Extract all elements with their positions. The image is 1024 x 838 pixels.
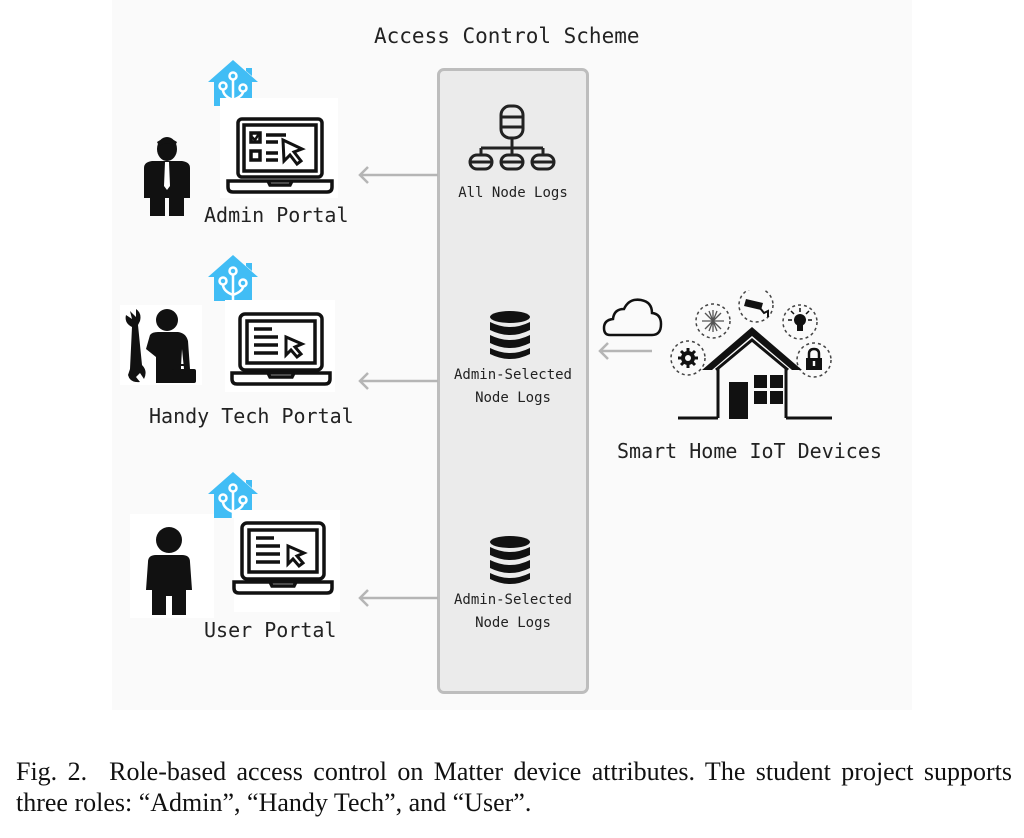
technician-wrench-icon	[125, 309, 196, 383]
smart-home-devices-label: Smart Home IoT Devices	[617, 439, 882, 463]
figure-title: Access Control Scheme	[374, 24, 640, 48]
home-assistant-icon	[208, 472, 258, 518]
light-bulb-icon	[788, 308, 812, 331]
caption-text: Role-based access control on Matter devi…	[16, 757, 1013, 817]
laptop-document-icon	[230, 312, 332, 386]
arrow-to-handy-tech-portal	[358, 372, 438, 390]
database-icon	[490, 311, 530, 359]
laptop-checklist-icon	[226, 117, 334, 194]
arrow-to-user-portal	[358, 589, 438, 607]
central-item-label: Admin-Selected Node Logs	[453, 367, 572, 406]
arrow-to-admin-portal	[358, 166, 438, 184]
laptop-document-icon	[232, 521, 334, 595]
handy-tech-portal-label: Handy Tech Portal	[149, 404, 354, 428]
figure-panel: Access Control Scheme All Node Logs	[112, 0, 912, 710]
admin-portal-label: Admin Portal	[204, 203, 349, 227]
house-icon	[678, 327, 832, 420]
snowflake-icon	[702, 310, 724, 332]
cloud-icon	[602, 298, 663, 337]
database-icon	[490, 536, 530, 584]
caption-label: Fig. 2.	[16, 757, 88, 786]
user-person-icon	[146, 527, 192, 615]
businessman-icon	[144, 137, 190, 216]
database-hierarchy-icon	[468, 104, 556, 171]
user-portal-label: User Portal	[204, 618, 337, 642]
home-assistant-icon	[208, 60, 258, 106]
security-camera-icon	[744, 299, 769, 317]
central-item-label: All Node Logs	[458, 185, 568, 201]
access-control-box	[437, 68, 589, 694]
lock-icon	[806, 347, 822, 370]
home-assistant-icon	[208, 255, 258, 301]
central-item-label: Admin-Selected Node Logs	[453, 592, 572, 631]
arrow-from-devices	[598, 342, 652, 360]
gear-icon	[678, 348, 698, 368]
figure-caption: Fig. 2.Role-based access control on Matt…	[16, 756, 1012, 818]
smart-home-illustration	[602, 290, 832, 420]
